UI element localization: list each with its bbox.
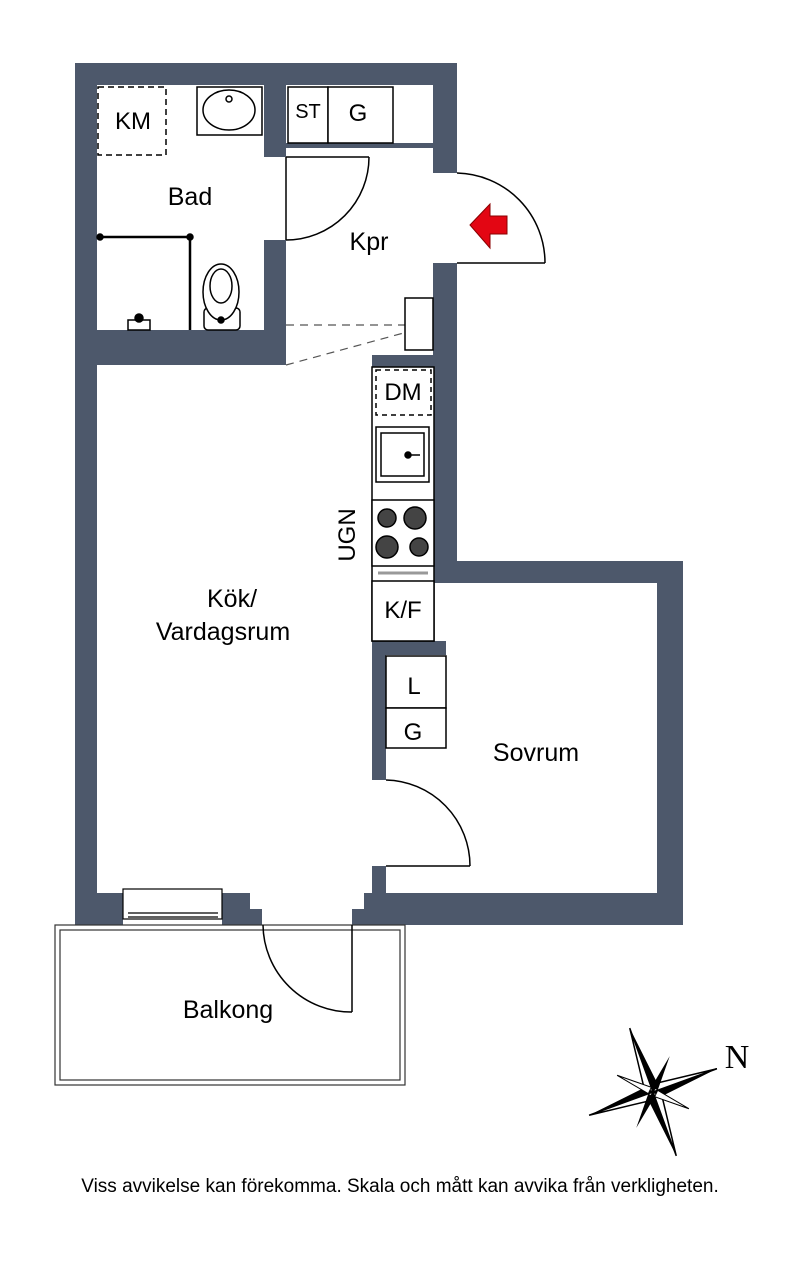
kitchen-counter: [371, 366, 435, 642]
bathroom-fixtures: [96, 86, 263, 331]
washing-machine: [97, 86, 167, 156]
fixture-label-kf: K/F: [384, 597, 421, 624]
room-label-sovrum: Sovrum: [493, 739, 579, 767]
fixture-label-st: ST: [295, 101, 321, 123]
bath-door: [285, 156, 370, 241]
hall-shelf: [404, 297, 434, 351]
fixture-label-g-top: G: [349, 100, 368, 127]
room-label-kok-line1: Kök/: [207, 585, 257, 613]
bedroom-closets: [385, 655, 447, 749]
room-label-kok-line2: Vardagsrum: [156, 618, 290, 646]
fridge: [371, 580, 435, 642]
balcony-door: [262, 924, 353, 1013]
fixture-label-ugn: UGN: [334, 508, 361, 561]
room-label-balkong: Balkong: [183, 996, 273, 1024]
compass-rose-icon: [588, 1027, 718, 1157]
room-label-bad: Bad: [168, 183, 212, 211]
entrance-door: [456, 172, 546, 264]
fixture-label-km: KM: [115, 108, 151, 135]
fixture-label-l: L: [407, 673, 420, 700]
door-jambs: [250, 893, 364, 909]
window: [122, 888, 223, 920]
walls: [75, 63, 683, 925]
room-label-kpr: Kpr: [350, 228, 389, 256]
bedroom-door: [385, 779, 471, 867]
entrance-arrow-icon: [469, 202, 508, 250]
fixture-label-dm: DM: [384, 379, 421, 406]
balcony: [54, 924, 406, 1086]
compass-north-label: N: [725, 1039, 750, 1076]
fixture-label-g-bottom: G: [404, 719, 423, 746]
dishwasher: [375, 369, 432, 416]
hall-closets: [287, 86, 394, 144]
disclaimer-text: Viss avvikelse kan förekomma. Skala och …: [81, 1176, 719, 1197]
shower-rail: [98, 235, 192, 330]
